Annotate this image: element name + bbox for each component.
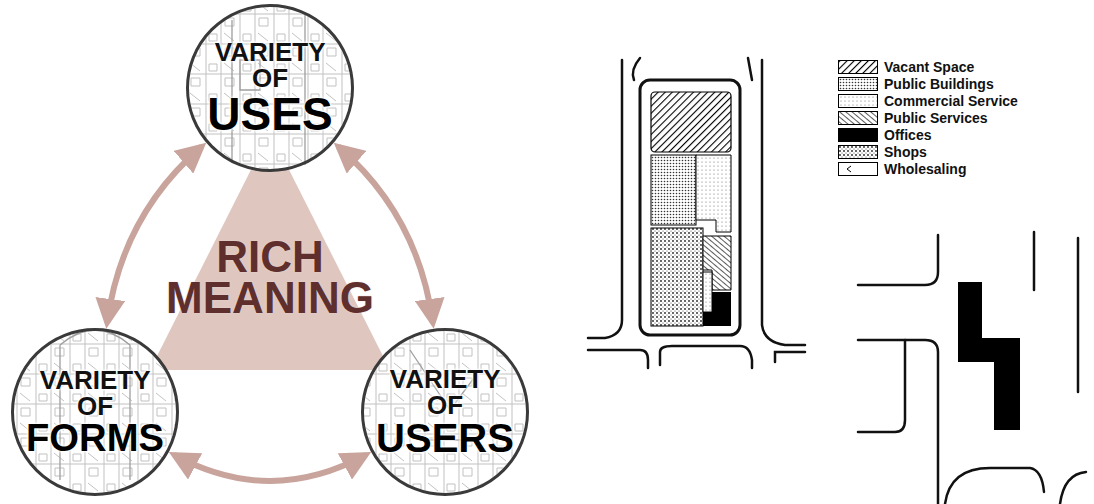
legend-row: Offices [838, 126, 1018, 143]
legend-swatch [838, 111, 878, 125]
legend-row: Commercial Service [838, 92, 1018, 109]
circle-keyword: FORMS [26, 419, 164, 457]
concept-circle: VARIETY OFUSES [186, 4, 354, 172]
legend-pattern [839, 78, 877, 90]
legend-swatch [838, 145, 878, 159]
circle-heading: VARIETY OF [40, 367, 150, 419]
legend-swatch [838, 77, 878, 91]
legend-text: Vacant Space [884, 59, 974, 75]
legend-text: Shops [884, 144, 927, 160]
cycle-arrow [174, 455, 366, 481]
legend-swatch [838, 60, 878, 74]
legend-text: Public Buildings [884, 76, 994, 92]
legend-swatch [838, 94, 878, 108]
legend-pattern [839, 95, 877, 107]
legend-text: Wholesaling [884, 161, 966, 177]
circle-keyword: USES [207, 91, 332, 137]
legend-row: Shops [838, 143, 1018, 160]
legend-row: Public Services [838, 109, 1018, 126]
legend-row: Wholesaling [838, 160, 1018, 177]
legend-row: Vacant Space [838, 58, 1018, 75]
circle-heading: VARIETY OF [215, 39, 325, 91]
concept-circle: VARIETY OFFORMS [11, 328, 179, 496]
center-label: RICH MEANING [166, 237, 374, 318]
concept-circle: VARIETY OFUSERS [361, 328, 529, 496]
circle-heading: VARIETY OF [390, 366, 500, 418]
circle-keyword: USERS [376, 418, 514, 458]
legend-text: Commercial Service [884, 93, 1018, 109]
legend-swatch [838, 162, 878, 176]
legend-pattern [839, 163, 877, 175]
legend-pattern [839, 112, 877, 124]
legend-text: Offices [884, 127, 931, 143]
legend-pattern [839, 146, 877, 158]
legend-swatch [838, 128, 878, 142]
map-legend: Vacant SpacePublic BuildingsCommercial S… [838, 58, 1018, 177]
legend-text: Public Services [884, 110, 988, 126]
legend-pattern [839, 61, 877, 73]
legend-row: Public Buildings [838, 75, 1018, 92]
